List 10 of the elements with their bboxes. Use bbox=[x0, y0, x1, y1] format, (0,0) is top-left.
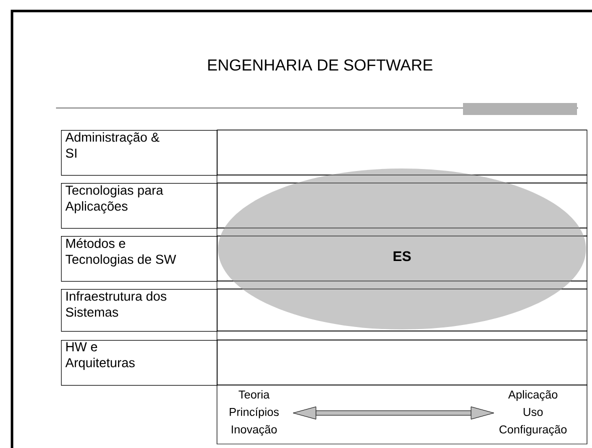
row-label-box: Métodos e Tecnologias de SW bbox=[61, 236, 218, 282]
row-label-box: Tecnologias para Aplicações bbox=[61, 183, 218, 229]
cell-box bbox=[216, 384, 588, 444]
row-label-box: Infraestrutura dos Sistemas bbox=[61, 289, 218, 332]
pole-label: Teoria Princípios Inovação bbox=[230, 390, 279, 436]
pole-label: Aplicação Uso Configuração bbox=[500, 390, 567, 436]
title: ENGENHARIA DE SOFTWARE bbox=[208, 59, 432, 71]
row-label-box: HW e Arquiteturas bbox=[61, 340, 218, 386]
double-arrow bbox=[292, 406, 494, 420]
row-label-box: Administração & SI bbox=[61, 130, 218, 176]
